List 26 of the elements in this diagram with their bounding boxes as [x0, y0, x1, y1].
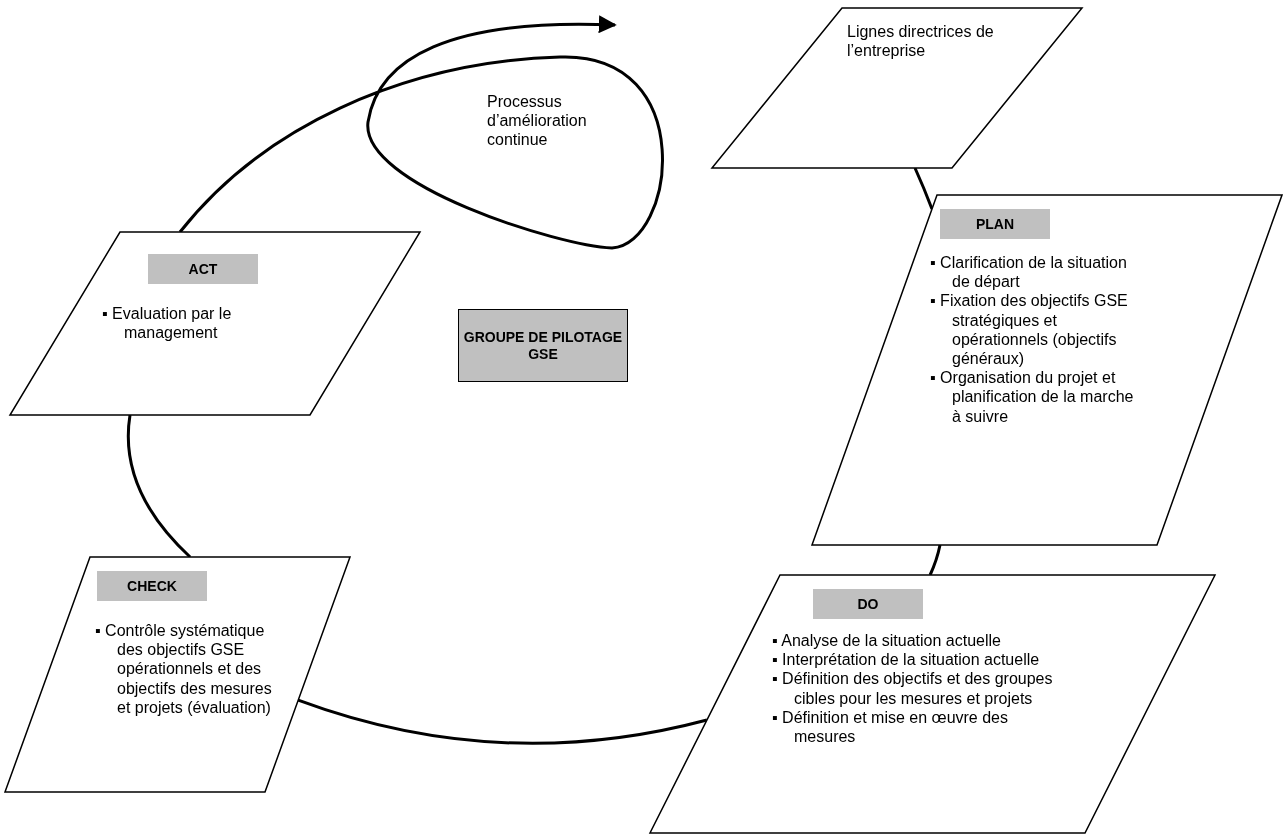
connector-arc	[928, 544, 942, 576]
bullet-text: ▪ Clarification de la situation de départ	[930, 253, 1128, 292]
steering-group-box: GROUPE DE PILOTAGE GSE	[458, 309, 628, 382]
phase-label: PLAN	[940, 209, 1050, 239]
connector-arc	[126, 414, 192, 559]
bullet-text: ▪ Définition des objectifs et des groupes cibles pour les mesures et projets	[772, 669, 1054, 708]
connector-arc	[297, 698, 708, 745]
bullet-text: ▪ Contrôle systématique des objectifs GSE opérationnels et des objectifs des mesures et projets (évaluation)	[95, 621, 273, 717]
bullet-text: ▪ Définition et mise en œuvre des mesures	[772, 707, 1009, 747]
parallelogram-box	[10, 232, 420, 415]
bullet-text: ▪ Fixation des objectifs GSE stratégiques et opérationnels (objectifs généraux)	[930, 291, 1129, 369]
bullet-text: ▪ Organisation du projet et planification de la marche à suivre	[930, 368, 1135, 426]
parallelogram-box	[5, 557, 350, 792]
bullet-text: ▪ Analyse de la situation actuelle	[772, 631, 1002, 651]
loop-label: Processus d’amélioration continue	[487, 92, 637, 150]
phase-label: CHECK	[97, 571, 207, 601]
bullet-text: ▪ Evaluation par le management	[102, 304, 233, 343]
parallelogram-box	[712, 8, 1082, 168]
phase-label: DO	[813, 589, 923, 619]
node-text: Lignes directrices de l’entreprise	[847, 22, 995, 61]
arrow	[178, 15, 664, 250]
parallelogram-box	[650, 575, 1215, 833]
parallelogram-box	[812, 195, 1282, 545]
phase-label: ACT	[148, 254, 258, 284]
bullet-text: ▪ Interprétation de la situation actuelle	[772, 650, 1041, 670]
connector-arc	[913, 167, 934, 210]
